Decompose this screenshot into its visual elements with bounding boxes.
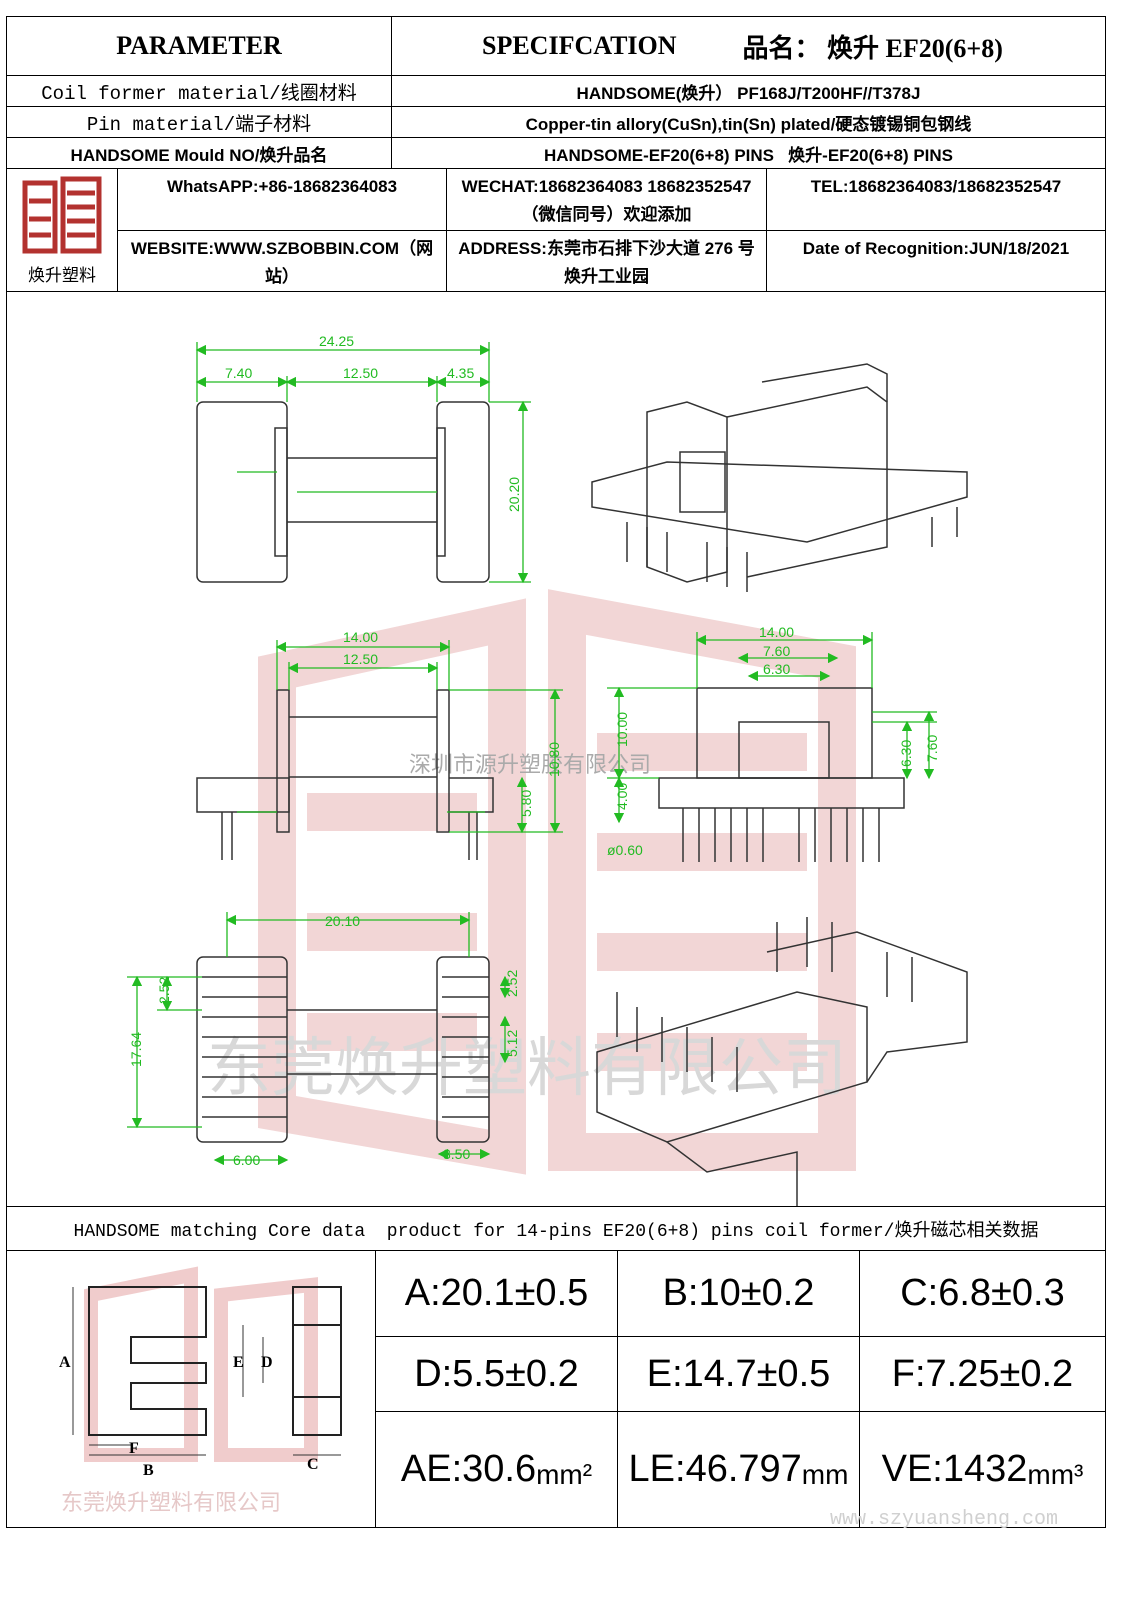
logo-text: 焕升塑料 xyxy=(28,265,96,285)
core-value-F-text: F:7.25±0.2 xyxy=(891,1352,1074,1395)
logo-cell: 焕升塑料 xyxy=(6,168,118,292)
dim-C-value: 12.50 xyxy=(343,365,378,381)
core-letter-D: D xyxy=(261,1354,273,1371)
core-value-E: E:14.7±0.5 xyxy=(617,1336,860,1412)
address-cell: ADDRESS:东莞市石排下沙大道 276 号焕升工业园 xyxy=(446,230,767,292)
dim-X-value: 3.50 xyxy=(443,1146,470,1162)
company-logo-icon xyxy=(22,176,102,253)
core-value-A-text: A:20.1±0.5 xyxy=(404,1272,589,1314)
dim-S-value: 2.52 xyxy=(156,977,172,1004)
specification-title: SPECIFCATION xyxy=(482,31,677,60)
wechat-cell: WECHAT:18682364083 18682352547（微信同号）欢迎添加 xyxy=(446,168,767,231)
dim-K-value: 10.00 xyxy=(614,712,630,747)
pin-material-label: Pin material/端子材料 xyxy=(86,113,312,136)
core-drawing-cell: A E D F B C 东莞焕升塑料有限公司 xyxy=(6,1250,376,1528)
dim-F-value: 14.00 xyxy=(343,629,378,645)
core-data-title: HANDSOME matching Core data product for … xyxy=(6,1206,1106,1251)
core-value-D-text: D:5.5±0.2 xyxy=(414,1352,579,1395)
row-value-pin-material: Copper-tin allory(CuSn),tin(Sn) plated/硬… xyxy=(391,106,1106,138)
dim-L-value: ø0.60 xyxy=(607,842,643,858)
parameter-title: PARAMETER xyxy=(116,31,282,60)
dim-J-value: 4.00 xyxy=(614,783,630,810)
row-label-mould: HANDSOME Mould NO/焕升品名 xyxy=(6,137,392,169)
dim-N-value: 7.60 xyxy=(763,643,790,659)
watermark-large: 东莞焕升塑料有限公司 xyxy=(207,1032,847,1104)
date-cell: Date of Recognition:JUN/18/2021 xyxy=(766,230,1106,292)
dim-M-value: 14.00 xyxy=(759,624,794,640)
row-value-coil-material: HANDSOME(焕升） PF168J/T200HF//T378J xyxy=(391,75,1106,107)
website-watermark: www.szyuansheng.com xyxy=(830,1508,1059,1531)
technical-drawing: 24.25 7.40 12.50 4.35 20.20 14.00 12.50 … xyxy=(127,333,968,1206)
tel-text[interactable]: TEL:18682364083/18682352547 xyxy=(810,177,1062,196)
core-value-D: D:5.5±0.2 xyxy=(375,1336,618,1412)
row-label-coil-material: Coil former material/线圈材料 xyxy=(6,75,392,107)
dim-R-value: 20.10 xyxy=(325,913,360,929)
core-letter-A: A xyxy=(59,1354,71,1371)
core-value-VE-text: VE:1432 xyxy=(881,1448,1028,1490)
core-value-F: F:7.25±0.2 xyxy=(859,1336,1106,1412)
core-data-title-text: HANDSOME matching Core data product for … xyxy=(73,1221,1039,1242)
dim-I-value: 5.80 xyxy=(518,790,534,817)
website-link[interactable]: WEBSITE:WWW.SZBOBBIN.COM（网站） xyxy=(130,239,434,286)
coil-material-label: Coil former material/线圈材料 xyxy=(41,82,357,105)
core-letter-E: E xyxy=(233,1354,244,1371)
product-name: 品名： 焕升 EF20(6+8) xyxy=(742,33,1003,63)
address-text: ADDRESS:东莞市石排下沙大道 276 号焕升工业园 xyxy=(458,239,755,286)
dim-Q-value: 7.60 xyxy=(924,735,940,762)
coil-material-value: HANDSOME(焕升） PF168J/T200HF//T378J xyxy=(576,83,921,103)
row-value-mould: HANDSOME-EF20(6+8) PINS 焕升-EF20(6+8) PIN… xyxy=(391,137,1106,169)
dim-W-value: 6.00 xyxy=(233,1152,260,1168)
dim-G-value: 12.50 xyxy=(343,651,378,667)
core-value-VE-unit: mm³ xyxy=(1027,1459,1084,1490)
core-value-A: A:20.1±0.5 xyxy=(375,1250,618,1337)
core-letter-B: B xyxy=(143,1462,154,1479)
parameter-header: PARAMETER xyxy=(6,16,392,76)
core-value-LE-unit: mm xyxy=(801,1459,849,1490)
dim-D-value: 4.35 xyxy=(447,365,474,381)
dim-V-value: 5.12 xyxy=(504,1030,520,1057)
core-value-LE-text: LE:46.797 xyxy=(628,1448,802,1490)
core-value-E-text: E:14.7±0.5 xyxy=(646,1352,831,1395)
specification-header: SPECIFCATION 品名： 焕升 EF20(6+8) xyxy=(391,16,1106,76)
mould-value: HANDSOME-EF20(6+8) PINS 焕升-EF20(6+8) PIN… xyxy=(543,145,954,165)
dim-O-value: 6.30 xyxy=(763,661,790,677)
tel-cell: TEL:18682364083/18682352547 xyxy=(766,168,1106,231)
core-value-AE-unit: mm² xyxy=(536,1459,593,1490)
core-watermark: 东莞焕升塑料有限公司 xyxy=(61,1491,281,1516)
dim-E-value: 20.20 xyxy=(506,477,522,512)
row-label-pin-material: Pin material/端子材料 xyxy=(6,106,392,138)
website-cell: WEBSITE:WWW.SZBOBBIN.COM（网站） xyxy=(117,230,447,292)
dim-A-value: 24.25 xyxy=(319,333,354,349)
core-value-C-text: C:6.8±0.3 xyxy=(900,1272,1065,1314)
dim-H-value: 10.80 xyxy=(546,742,562,777)
core-value-C: C:6.8±0.3 xyxy=(859,1250,1106,1337)
dim-T-value: 17.64 xyxy=(128,1032,144,1067)
core-letter-F: F xyxy=(129,1440,139,1457)
pin-material-value: Copper-tin allory(CuSn),tin(Sn) plated/硬… xyxy=(525,114,972,134)
mould-label: HANDSOME Mould NO/焕升品名 xyxy=(70,145,328,165)
drawing-area: 深圳市源升塑胶有限公司 东莞焕升塑料有限公司 xyxy=(6,291,1106,1207)
recognition-date: Date of Recognition:JUN/18/2021 xyxy=(802,239,1070,258)
core-drawing: A E D F B C 东莞焕升塑料有限公司 xyxy=(59,1266,342,1516)
core-letter-C: C xyxy=(307,1456,319,1473)
dim-U-value: 2.52 xyxy=(504,970,520,997)
whatsapp-cell: WhatsAPP:+86-18682364083 xyxy=(117,168,447,231)
core-value-B-text: B:10±0.2 xyxy=(662,1272,815,1314)
whatsapp-text[interactable]: WhatsAPP:+86-18682364083 xyxy=(166,177,398,196)
core-value-AE-text: AE:30.6 xyxy=(400,1448,537,1490)
wechat-text[interactable]: WECHAT:18682364083 18682352547（微信同号）欢迎添加 xyxy=(461,177,752,224)
dim-P-value: 6.30 xyxy=(898,740,914,767)
dim-B-value: 7.40 xyxy=(225,365,252,381)
core-value-B: B:10±0.2 xyxy=(617,1250,860,1337)
background-logo-watermark xyxy=(258,589,856,1175)
